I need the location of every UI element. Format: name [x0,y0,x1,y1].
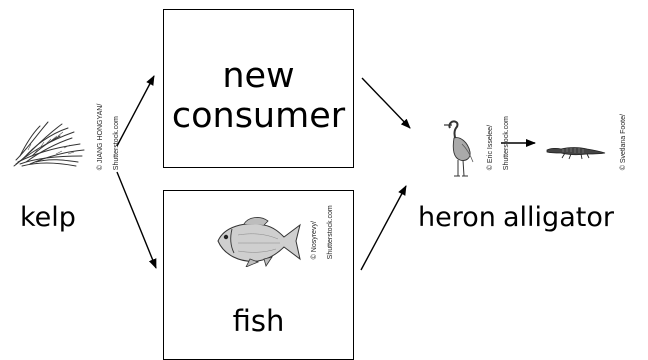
new-consumer-box: new consumer [163,9,354,168]
kelp-label: kelp [20,202,76,233]
heron-credit-line2: Shutterstock.com [503,116,510,171]
alligator-label: alligator [503,202,614,233]
alligator-credit-line1: © Svetlana Foote/ [620,114,627,171]
heron-illustration [444,120,474,177]
fish-credit-line1: © Nosyrevy/ [311,221,318,260]
heron-credit: © Eric Isselee/ Shutterstock.com [479,116,519,178]
fish-credit-line2: Shutterstock.com [327,205,334,260]
fish-box: © Nosyrevy/ Shutterstock.com fish [163,190,354,360]
kelp-credit: © JIANG HONGYAN/ Shutterstock.com [89,104,129,178]
arrow-new-consumer-to-heron [361,77,411,129]
arrow-kelp-to-fish [116,171,157,269]
kelp-credit-line1: © JIANG HONGYAN/ [97,103,104,171]
new-consumer-line2: consumer [171,96,346,136]
alligator-credit: © Svetlana Foote/ [612,114,648,178]
fish-label: fish [232,304,285,338]
heron-label: heron [418,202,496,233]
arrow-kelp-to-new-consumer [116,75,155,147]
kelp-credit-line2: Shutterstock.com [113,116,120,171]
kelp-illustration [13,121,85,167]
fish-credit: © Nosyrevy/ Shutterstock.com [303,205,343,271]
food-web-diagram: © JIANG HONGYAN/ Shutterstock.com kelp n… [13,9,648,360]
heron-credit-line1: © Eric Isselee/ [487,124,494,171]
arrow-fish-to-heron [360,185,407,271]
fish-illustration [217,217,301,267]
alligator-illustration [546,147,606,160]
arrow-layer [116,75,536,271]
new-consumer-line1: new [222,56,295,96]
